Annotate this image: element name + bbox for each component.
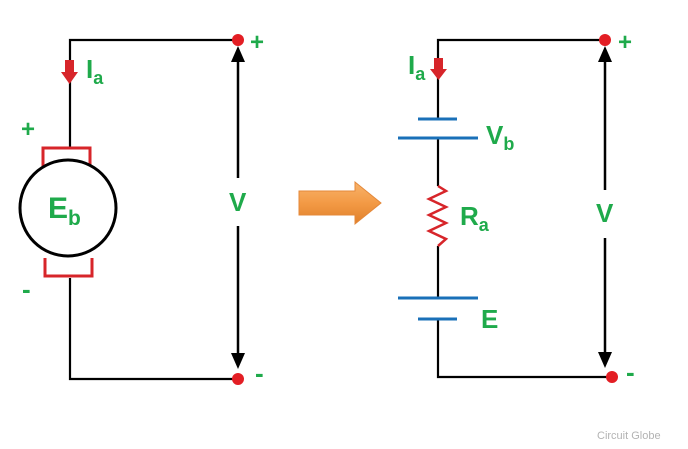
right-top-wire (436, 38, 605, 119)
left-voltage-label: V (229, 187, 247, 217)
right-arrow-icon (298, 180, 382, 226)
battery-vb (398, 117, 478, 140)
top-brush (41, 146, 92, 166)
left-circuit: Ia Eb + - V + - (18, 29, 264, 388)
armature-minus-sign: - (22, 274, 31, 304)
down-arrow-icon-head (430, 69, 447, 80)
battery-e-label: E (481, 304, 498, 334)
down-arrow-icon (65, 60, 74, 72)
right-minus-terminal (606, 371, 618, 383)
up-arrow-icon (598, 46, 612, 62)
resistor-ra-label: Ra (460, 201, 490, 235)
armature-label: Eb (48, 192, 81, 230)
bottom-brush (43, 258, 94, 278)
right-voltage-label: V (596, 198, 614, 228)
watermark-text: Circuit Globe (597, 430, 661, 442)
resistor-ra (426, 184, 449, 247)
down-arrow-icon (231, 353, 245, 369)
left-plus-terminal (232, 34, 244, 46)
right-terminal-minus-sign: - (626, 357, 635, 387)
right-circuit: Ia Vb Ra E V + - (398, 29, 635, 387)
left-current-arrow (61, 60, 78, 84)
down-arrow-icon (598, 352, 612, 368)
left-top-wire (68, 38, 238, 148)
left-minus-terminal (232, 373, 244, 385)
down-arrow-icon-head (61, 72, 78, 84)
down-arrow-icon (434, 58, 443, 69)
battery-e (398, 296, 478, 321)
right-current-label: Ia (408, 50, 426, 84)
left-current-label: Ia (86, 54, 104, 88)
left-terminal-plus-sign: + (250, 29, 264, 56)
armature-plus-sign: + (21, 116, 35, 143)
left-bottom-wire (68, 278, 238, 381)
right-terminal-plus-sign: + (618, 29, 632, 56)
right-current-arrow (430, 58, 447, 80)
armature-circle (18, 158, 118, 258)
up-arrow-icon (231, 46, 245, 62)
right-plus-terminal (599, 34, 611, 46)
left-terminal-minus-sign: - (255, 358, 264, 388)
battery-vb-label: Vb (486, 120, 514, 154)
right-bottom-wire (436, 319, 612, 379)
